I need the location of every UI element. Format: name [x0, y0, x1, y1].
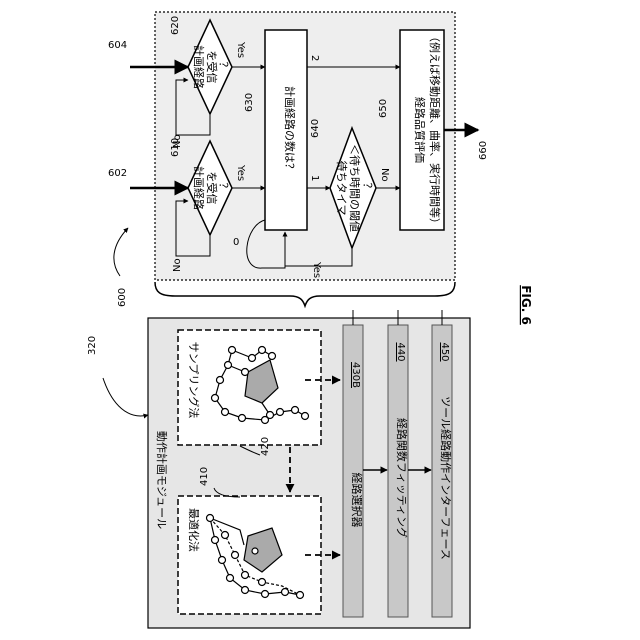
bar-tool-path-interface-label: ツール経路動作インターフェース — [439, 396, 453, 560]
bar-path-fitting-label: 経路関数フィッティング — [395, 418, 409, 538]
yes-label-640: Yes — [311, 261, 322, 278]
ref-660: 660 — [478, 141, 489, 160]
decision-620-line1: 計画経路 — [192, 45, 206, 89]
process-650-line2: （例えば移動距離、曲率、実行時間等） — [428, 31, 442, 229]
yes-label-620: Yes — [235, 41, 246, 58]
bar-path-fitting-ref: 440 — [395, 342, 406, 361]
sampling-label: サンプリング法 — [187, 342, 201, 419]
no-label-640: No — [379, 168, 390, 182]
ref-650: 650 — [378, 99, 389, 118]
ref-320-curve — [103, 378, 148, 416]
decision-640-line1: 待ちタイマ — [335, 161, 349, 216]
label-zero: 0 — [233, 237, 239, 248]
label-1: 1 — [309, 175, 320, 181]
process-630-text: 計画経路の数は？ — [283, 86, 297, 174]
ref-620: 620 — [170, 16, 181, 35]
decision-610-line2: を受信 — [205, 172, 218, 205]
ref-410: 410 — [199, 467, 210, 486]
ref-600-curve — [114, 228, 128, 276]
ref-604: 604 — [108, 40, 127, 51]
bar-tool-path-interface-ref: 450 — [439, 342, 450, 361]
figure-label: FIG. 6 — [519, 285, 533, 325]
decision-640-line2: ＜待ち時間の閾値 — [348, 144, 362, 232]
ref-320: 320 — [87, 336, 98, 355]
decision-610-line1: 計画経路 — [192, 166, 206, 210]
bar-path-selector-label: 経路選択器 — [350, 473, 364, 528]
decision-620-line3: ？ — [217, 62, 230, 73]
label-2: 2 — [309, 55, 320, 61]
bar-path-selector-ref: 430B — [350, 362, 361, 388]
yes-label-610: Yes — [235, 164, 246, 181]
no-label-620: No — [172, 134, 183, 148]
brace-600 — [155, 282, 455, 306]
decision-620-line2: を受信 — [205, 51, 218, 84]
ref-600: 600 — [117, 288, 128, 307]
module-title: 動作計画モジュール — [155, 431, 169, 529]
no-label-610: No — [172, 258, 183, 272]
ref-420: 420 — [260, 437, 271, 456]
ref-630: 630 — [244, 93, 255, 112]
ref-640: 640 — [310, 119, 321, 138]
ref-602: 602 — [108, 168, 127, 179]
decision-640-line3: ？ — [361, 183, 374, 194]
decision-610-line3: ？ — [217, 183, 230, 194]
optimization-label: 最適化法 — [187, 508, 201, 552]
process-650-line1: 経路品質評価 — [413, 97, 427, 163]
